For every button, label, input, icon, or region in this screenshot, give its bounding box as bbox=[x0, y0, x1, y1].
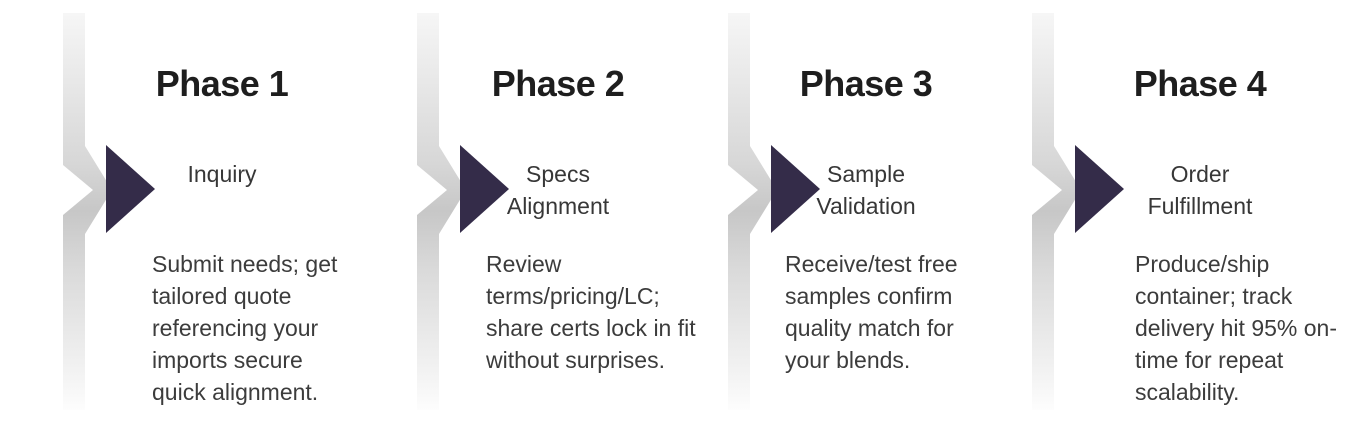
arrow-triangle-icon bbox=[106, 145, 155, 233]
chevron-arrow-graphic bbox=[63, 13, 155, 410]
phase-title: Phase 4 bbox=[1133, 63, 1267, 104]
chevron-arrow-graphic bbox=[417, 13, 509, 410]
arrow-triangle-icon bbox=[1075, 145, 1124, 233]
phase-label: Sample Validation bbox=[816, 161, 916, 219]
phase-description: Submit needs; get tailored quote referen… bbox=[152, 251, 338, 405]
chevron-arrow-graphic bbox=[1032, 13, 1124, 410]
arrow-triangle-icon bbox=[460, 145, 509, 233]
ribbon-chevron-shape bbox=[728, 13, 777, 410]
phase-description: Receive/test free samples confirm qualit… bbox=[785, 251, 958, 373]
ribbon-chevron-shape bbox=[63, 13, 112, 410]
phase-label: Order Fulfillment bbox=[1147, 161, 1253, 219]
phase-description: Review terms/pricing/LC; share certs loc… bbox=[486, 251, 696, 373]
chevron-arrow-graphic bbox=[728, 13, 820, 410]
phase-label: Inquiry bbox=[187, 161, 257, 187]
ribbon-chevron-shape bbox=[417, 13, 466, 410]
ribbon-chevron-shape bbox=[1032, 13, 1081, 410]
phase-title: Phase 3 bbox=[799, 63, 933, 104]
arrow-triangle-icon bbox=[771, 145, 820, 233]
phase-title: Phase 2 bbox=[491, 63, 625, 104]
phase-title: Phase 1 bbox=[155, 63, 289, 104]
phase-label: Specs Alignment bbox=[506, 161, 610, 219]
phase-description: Produce/ship container; track delivery h… bbox=[1135, 251, 1337, 405]
